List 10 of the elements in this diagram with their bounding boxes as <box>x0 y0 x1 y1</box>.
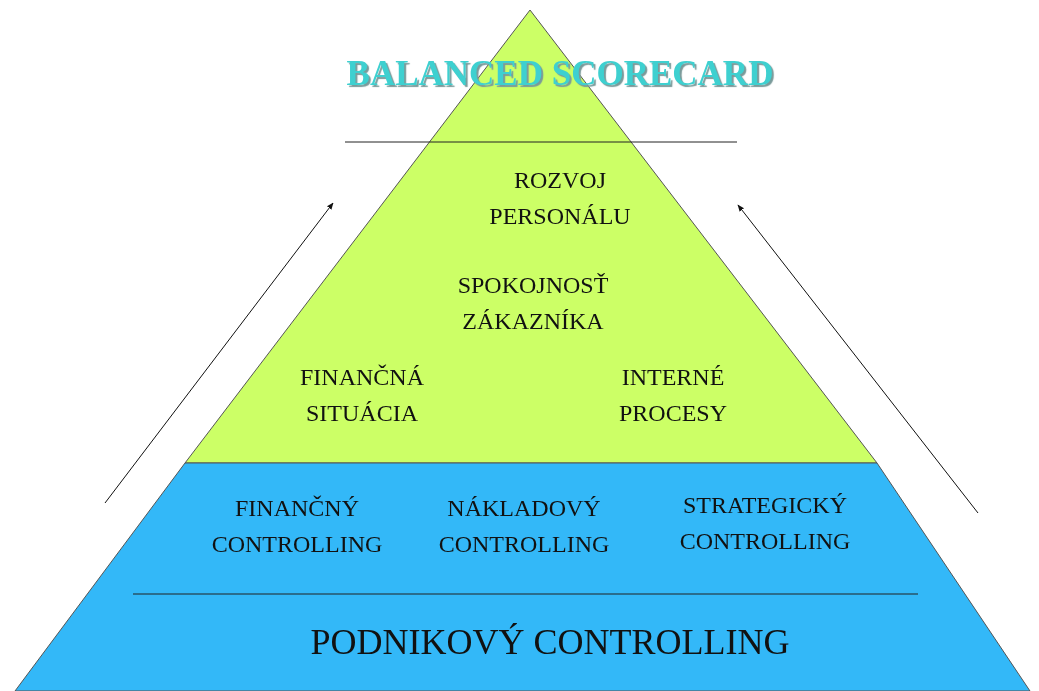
level-label: FINANČNÁ SITUÁCIA <box>299 363 425 428</box>
level-label: FINANČNÝ CONTROLLING <box>210 494 384 559</box>
level-label: ROZVOJ PERSONÁLU <box>488 166 632 231</box>
pyramid-top-triangle <box>184 9 878 464</box>
level-label: SPOKOJNOSŤ ZÁKAZNÍKA <box>456 271 610 336</box>
pyramid-base-trapezoid <box>14 462 1031 691</box>
level-label: NÁKLADOVÝ CONTROLLING <box>437 494 611 559</box>
level-label: PODNIKOVÝ CONTROLLING <box>309 621 791 664</box>
level-label: INTERNÉ PROCESY <box>617 363 728 428</box>
level-label: STRATEGICKÝ CONTROLLING <box>678 491 852 556</box>
